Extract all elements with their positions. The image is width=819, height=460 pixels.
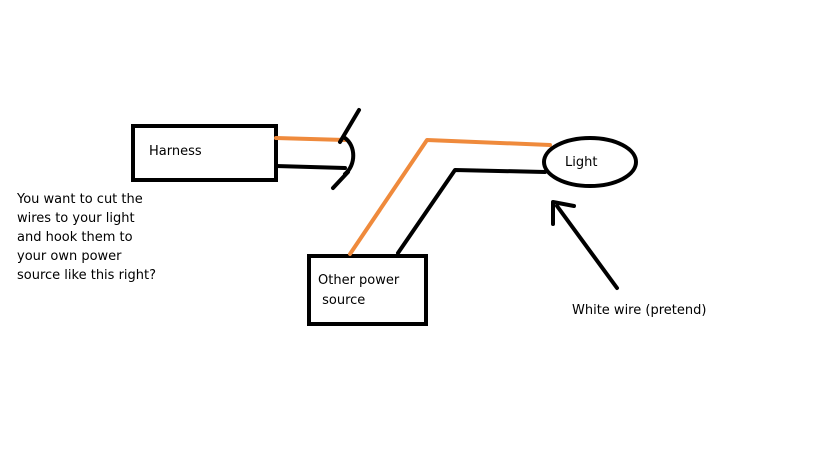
harness-black-wire bbox=[274, 164, 347, 170]
light-ellipse bbox=[542, 136, 638, 188]
orange-wire-to-light bbox=[348, 138, 552, 256]
power-source-label-line2: source bbox=[318, 293, 366, 308]
question-line-2: wires to your light bbox=[17, 211, 135, 226]
cut-mark-lower bbox=[331, 170, 350, 190]
cut-mark-upper bbox=[338, 108, 361, 144]
question-line-5: source like this right? bbox=[17, 268, 157, 283]
harness-orange-wire bbox=[274, 136, 347, 142]
light-label: Light bbox=[565, 155, 598, 170]
black-wire-to-light bbox=[396, 168, 547, 255]
question-line-1: You want to cut the bbox=[17, 192, 143, 207]
white-wire-arrow-head bbox=[551, 200, 576, 226]
harness-label: Harness bbox=[149, 144, 202, 159]
question-line-4: your own power bbox=[17, 249, 122, 264]
harness-box bbox=[131, 124, 278, 182]
white-wire-arrow-shaft bbox=[555, 204, 619, 290]
white-wire-note: White wire (pretend) bbox=[572, 303, 707, 318]
question-line-3: and hook them to bbox=[17, 230, 133, 245]
power-source-box bbox=[307, 254, 428, 326]
power-source-label-line1: Other power bbox=[318, 273, 400, 288]
